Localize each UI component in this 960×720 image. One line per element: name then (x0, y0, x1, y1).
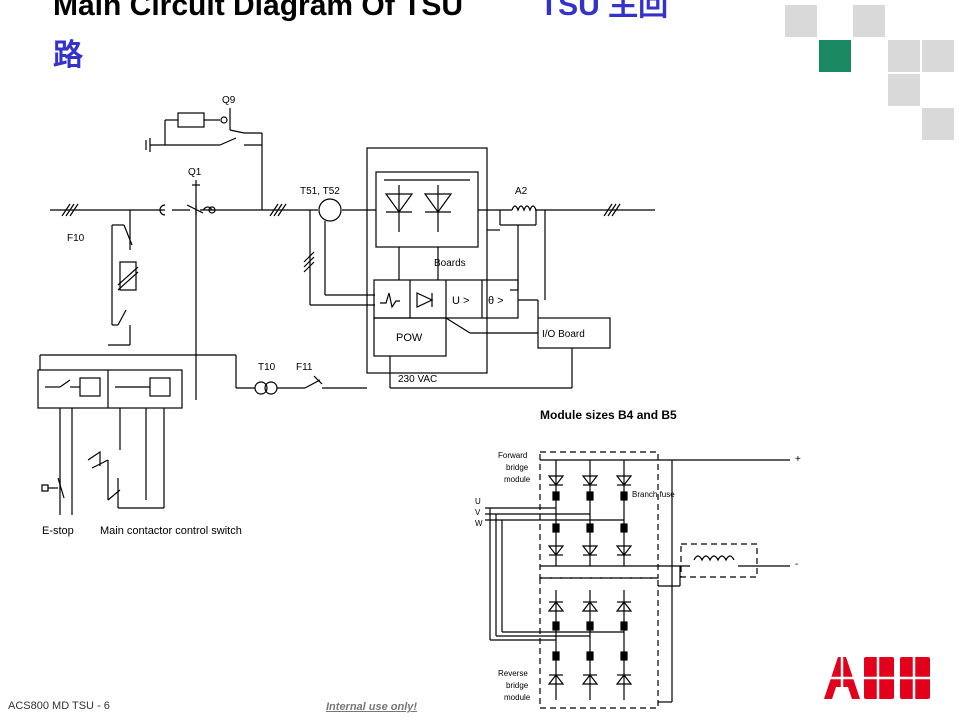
pow-label: POW (396, 332, 423, 344)
q9-label: Q9 (222, 95, 236, 106)
f10-label: F10 (67, 233, 85, 244)
reverse-label-2: bridge (506, 681, 529, 690)
reverse-diodes (547, 590, 633, 700)
forward-diodes (547, 460, 633, 566)
forward-label-1: Forward (498, 451, 527, 460)
thyristor-bridge-icon (384, 179, 470, 232)
phase-u-label: U (475, 497, 481, 506)
title-chinese: TSU 主回 (539, 0, 669, 22)
footer-doc-id: ACS800 MD TSU - 6 (8, 700, 110, 712)
module-title: Module sizes B4 and B5 (540, 408, 677, 422)
plus-label: + (795, 454, 801, 465)
phase-w-label: W (475, 519, 483, 528)
reverse-label-1: Reverse (498, 669, 528, 678)
t51-t52-label: T51, T52 (300, 186, 340, 197)
vac-label: 230 VAC (398, 374, 437, 385)
theta-gt-label: θ > (488, 295, 504, 307)
abb-logo-icon (824, 655, 942, 701)
green-square (819, 40, 851, 72)
slide-title: Main Circuit Diagram Of TSU TSU 主回 (53, 0, 783, 26)
io-board-label: I/O Board (542, 329, 585, 340)
forward-label-3: module (504, 475, 531, 484)
u-gt-label: U > (452, 295, 469, 307)
footer-doc-label: ACS800 MD TSU (8, 700, 94, 712)
t10-label: T10 (258, 362, 276, 373)
phase-v-label: V (475, 508, 481, 517)
estop-label: E-stop (42, 525, 74, 537)
three-phase-mark (61, 203, 621, 217)
boards-label: Boards (434, 258, 466, 269)
a2-label: A2 (515, 186, 528, 197)
title-english: Main Circuit Diagram Of TSU (53, 0, 464, 22)
forward-label-2: bridge (506, 463, 529, 472)
f11-label: F11 (296, 362, 313, 373)
footer-page-number: - 6 (97, 700, 110, 712)
title-chinese-line2: 路 (53, 39, 83, 72)
reverse-label-3: module (504, 693, 531, 702)
q1-label: Q1 (188, 167, 202, 178)
branch-fuse-label: Branch fuse (632, 490, 675, 499)
footer-note: Internal use only! (326, 701, 418, 713)
main-contactor-label: Main contactor control switch (100, 525, 242, 537)
minus-label: - (795, 559, 798, 570)
